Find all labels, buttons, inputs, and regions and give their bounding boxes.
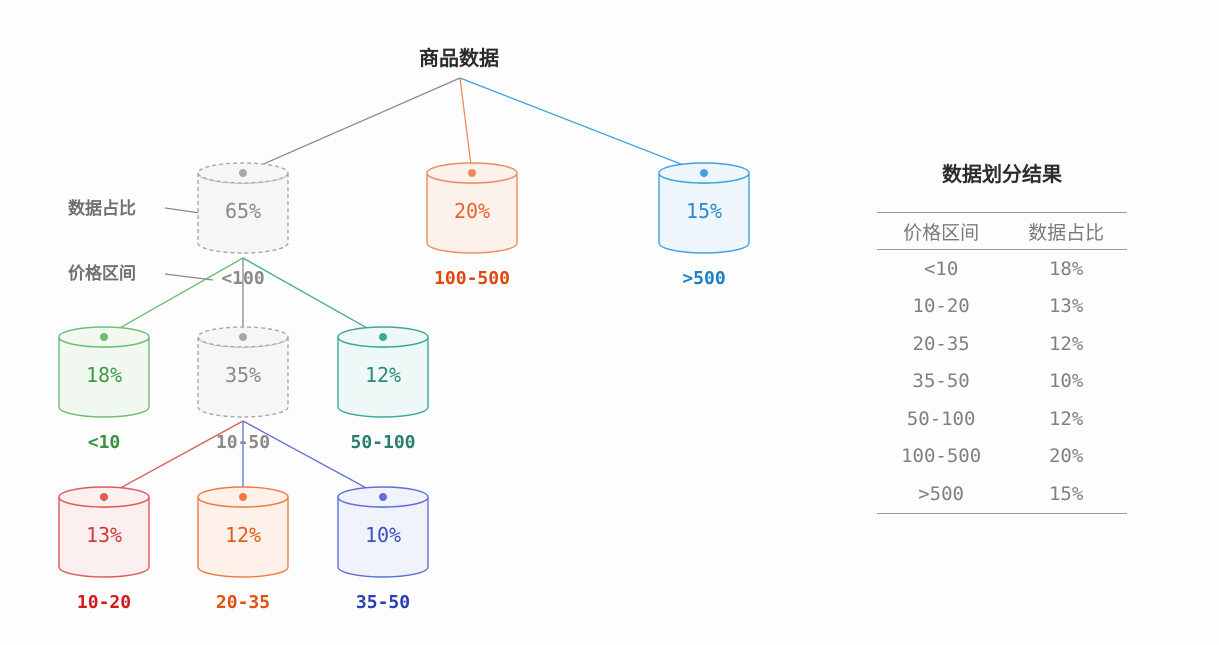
result-table: 价格区间 数据占比 <10 18% 10-20 13% 20-35 12% 35… xyxy=(877,212,1127,514)
bucket-node-n12a: 12% 50-100 xyxy=(337,326,429,453)
bucket-node-n35: 35% 10-50 xyxy=(197,326,289,453)
header-range: 价格区间 xyxy=(877,212,1006,250)
cell-ratio: 12% xyxy=(1048,407,1084,430)
tree-edges xyxy=(103,77,705,498)
bucket-range-label: 50-100 xyxy=(350,432,415,453)
bucket-percent: 13% xyxy=(86,523,122,547)
bucket-percent: 12% xyxy=(225,523,261,547)
annotation-pointer-range xyxy=(164,273,214,281)
edge-65-12a xyxy=(242,257,384,338)
connector-dot xyxy=(379,333,387,341)
cell-ratio: 12% xyxy=(1048,332,1084,355)
connector-dot xyxy=(379,493,387,501)
connector-dot xyxy=(239,493,247,501)
bucket-range-label: 20-35 xyxy=(216,592,270,613)
bucket-node-n15: 15% >500 xyxy=(658,162,750,289)
connector-dot xyxy=(239,169,247,177)
edge-root-15 xyxy=(459,77,705,174)
bucket-node-n13: 13% 10-20 xyxy=(58,486,150,613)
cell-range: 100-500 xyxy=(901,445,982,468)
table-row: 10-20 13% xyxy=(877,288,1127,326)
bucket-node-n18: 18% <10 xyxy=(58,326,150,453)
table-row: >500 15% xyxy=(877,475,1127,513)
cell-ratio: 10% xyxy=(1048,370,1084,393)
bucket-node-n10: 10% 35-50 xyxy=(337,486,429,613)
bucket-percent: 12% xyxy=(365,363,401,387)
edge-root-65 xyxy=(242,77,461,174)
bucket-range-label: 10-20 xyxy=(77,592,131,613)
cell-range: >500 xyxy=(918,482,964,505)
header-ratio: 数据占比 xyxy=(1005,212,1127,250)
result-title: 数据划分结果 xyxy=(942,162,1062,186)
edge-root-20 xyxy=(459,77,473,174)
table-row: 100-500 20% xyxy=(877,438,1127,476)
cell-ratio: 18% xyxy=(1048,257,1084,280)
bucket-range-label: <10 xyxy=(88,432,121,453)
connector-dot xyxy=(100,333,108,341)
connector-dot xyxy=(468,169,476,177)
root-label: 商品数据 xyxy=(419,46,499,70)
connector-dot xyxy=(100,493,108,501)
bucket-range-label: <100 xyxy=(221,268,264,289)
cell-range: 10-20 xyxy=(912,295,970,318)
connector-dot xyxy=(239,333,247,341)
bucket-percent: 15% xyxy=(686,199,722,223)
bucket-range-label: 10-50 xyxy=(216,432,270,453)
connector-dot xyxy=(700,169,708,177)
edge-35-13 xyxy=(103,420,244,498)
edge-35-10 xyxy=(242,420,384,498)
edge-65-18 xyxy=(103,257,244,338)
result-header-row: 价格区间 数据占比 xyxy=(877,212,1127,250)
cell-range: 50-100 xyxy=(906,407,976,430)
bucket-percent: 35% xyxy=(225,363,261,387)
bucket-range-label: 100-500 xyxy=(434,268,510,289)
bucket-node-n12b: 12% 20-35 xyxy=(197,486,289,613)
bucket-range-label: >500 xyxy=(682,268,725,289)
cell-ratio: 15% xyxy=(1048,482,1084,505)
bucket-percent: 20% xyxy=(454,199,490,223)
bucket-node-n20: 20% 100-500 xyxy=(426,162,518,289)
bucket-node-n65: 65% <100 xyxy=(197,162,289,289)
cell-ratio: 13% xyxy=(1048,295,1084,318)
result-panel: 数据划分结果 价格区间 数据占比 <10 18% 10-20 13% 20-35… xyxy=(877,150,1127,514)
table-row: 20-35 12% xyxy=(877,325,1127,363)
cell-ratio: 20% xyxy=(1048,445,1084,468)
bucket-percent: 65% xyxy=(225,199,261,223)
annotation-ratio-label: 数据占比 xyxy=(68,198,136,219)
bucket-range-label: 35-50 xyxy=(356,592,410,613)
table-row: 35-50 10% xyxy=(877,363,1127,401)
table-row: <10 18% xyxy=(877,250,1127,288)
cell-range: 20-35 xyxy=(912,332,970,355)
bucket-percent: 10% xyxy=(365,523,401,547)
bucket-nodes: 65% <100 20% 100-500 15% >500 18% <10 35% 10-50 12… xyxy=(58,162,750,613)
bucket-percent: 18% xyxy=(86,363,122,387)
cell-range: 35-50 xyxy=(912,370,970,393)
annotation-range-label: 价格区间 xyxy=(68,263,136,284)
cell-range: <10 xyxy=(923,257,959,280)
table-row: 50-100 12% xyxy=(877,400,1127,438)
